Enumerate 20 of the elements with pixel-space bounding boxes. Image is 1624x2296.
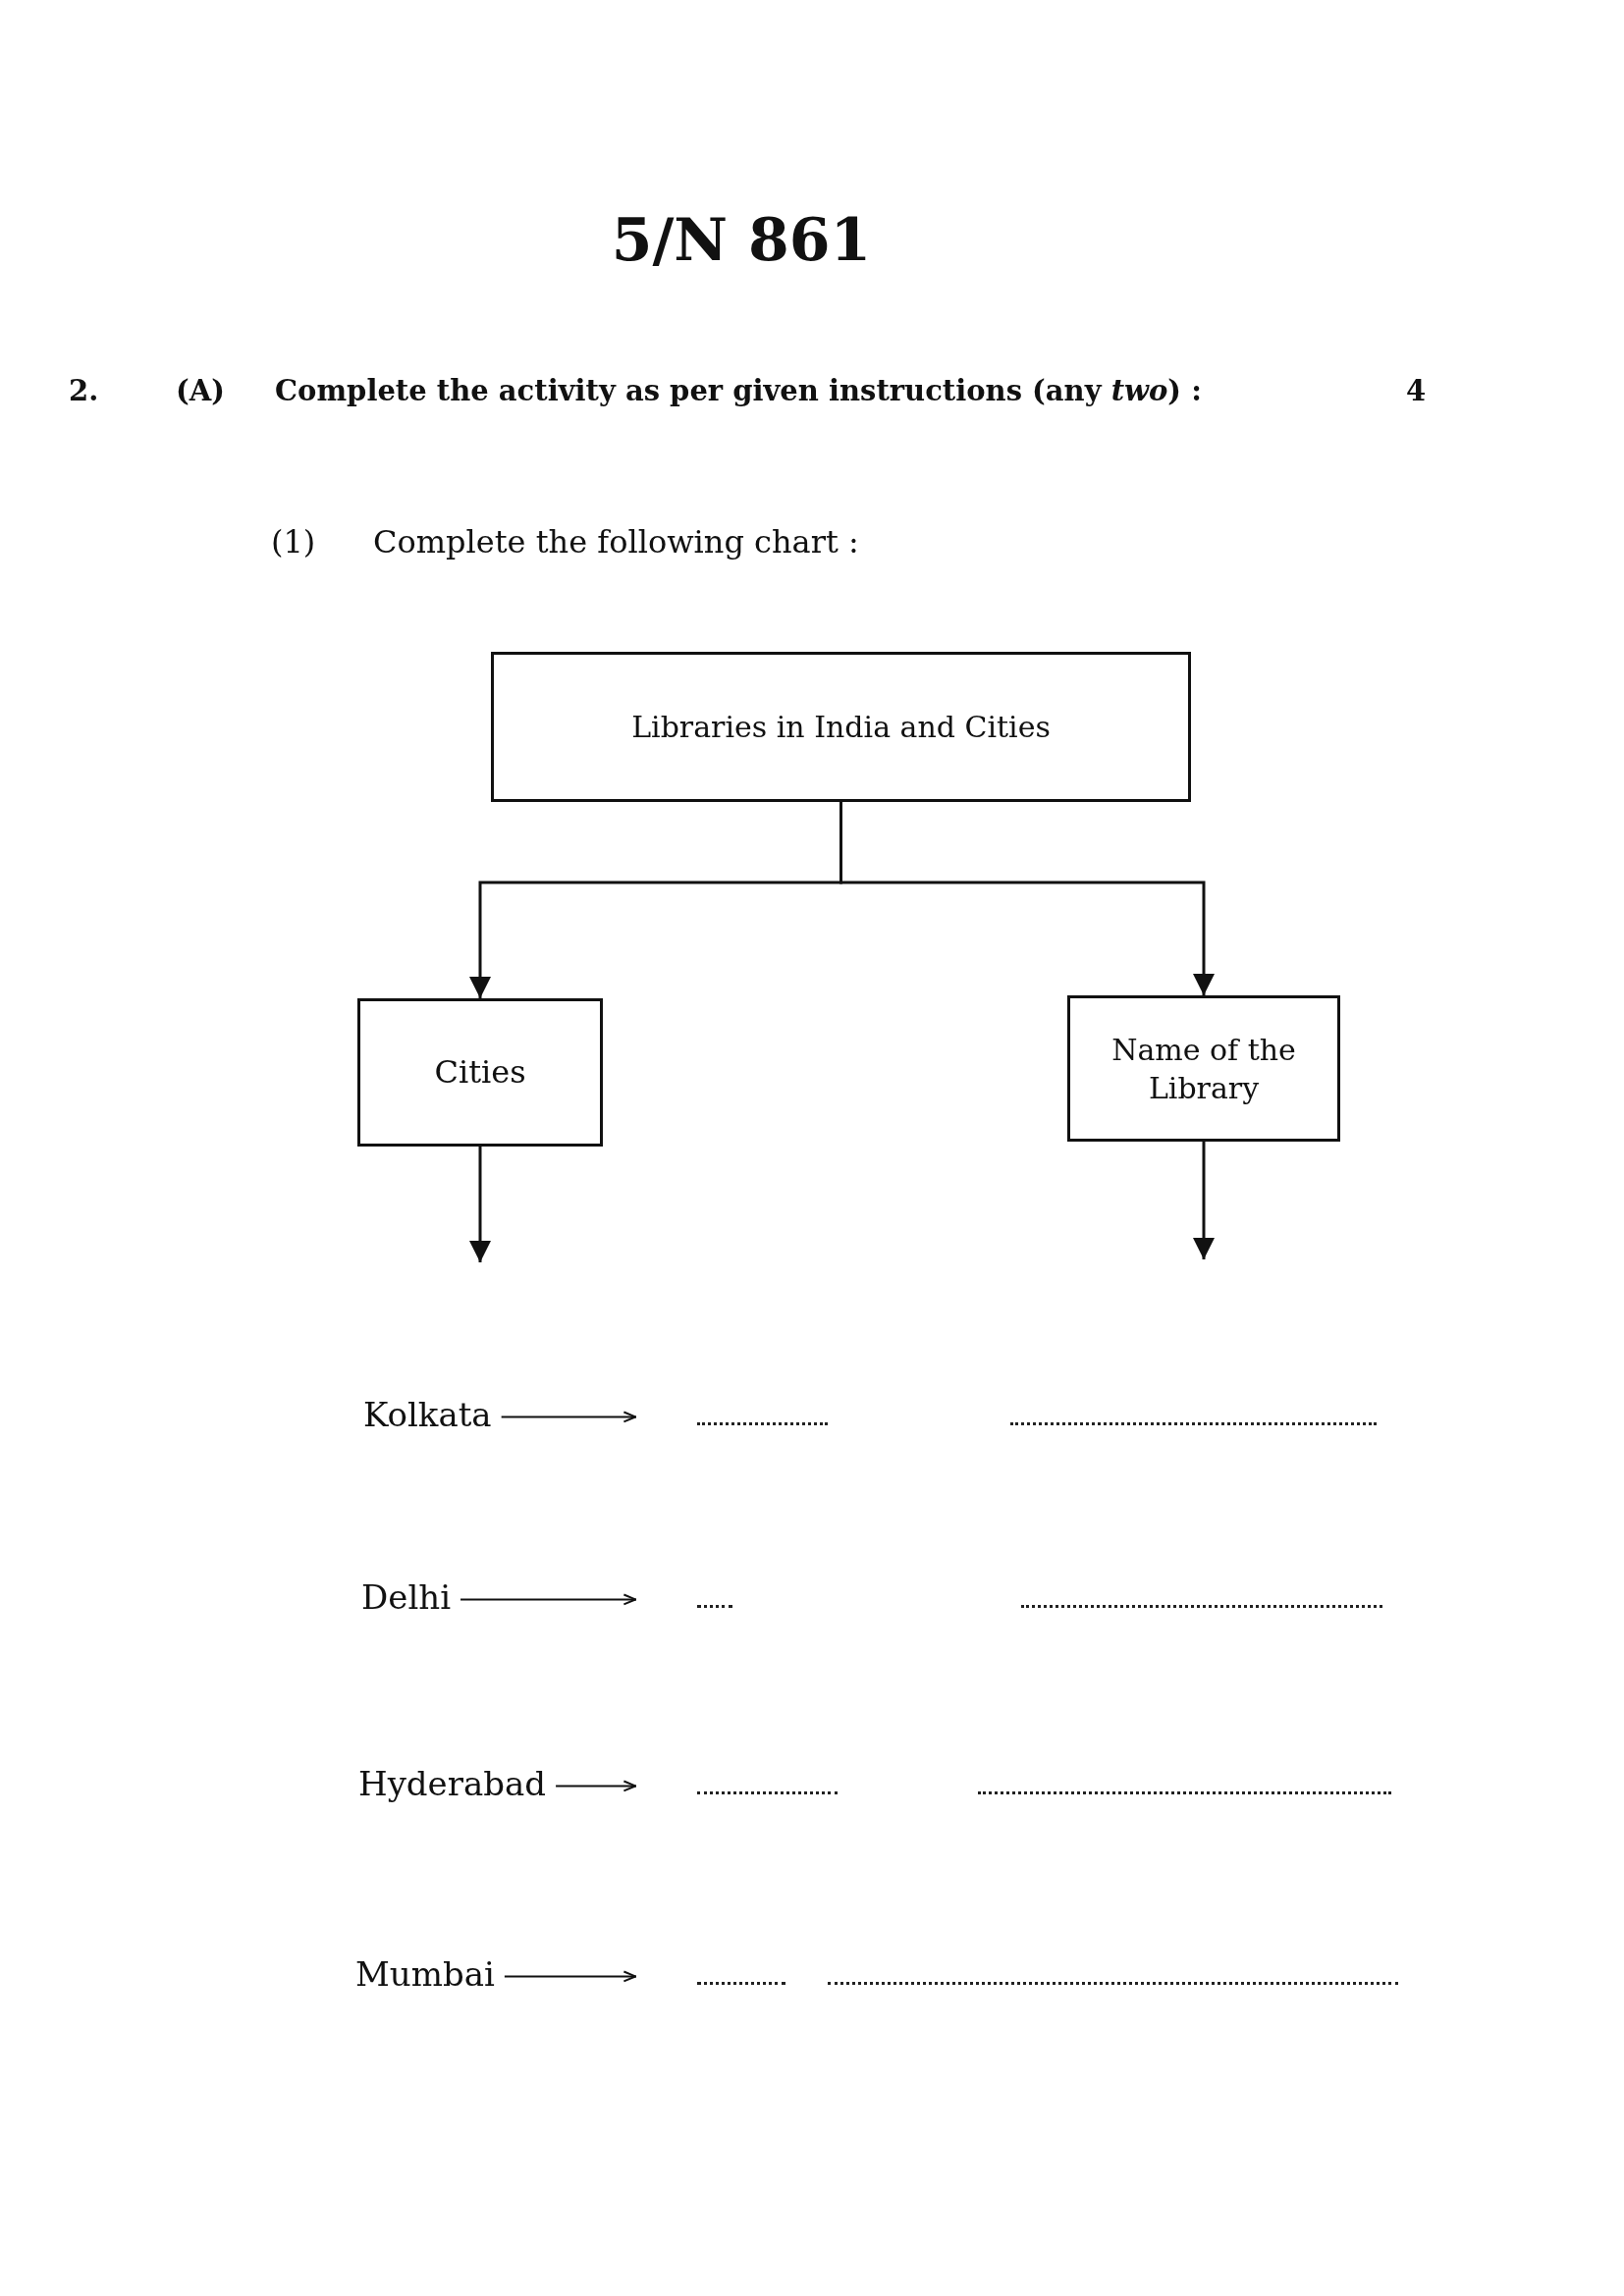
instruction-text: Complete the activity as per given instructions (any two) : [275, 374, 1202, 408]
sub-question-number: (1) [271, 523, 316, 561]
category-box: Name of the Library [1067, 995, 1340, 1142]
heading-box: Libraries in India and Cities [491, 652, 1191, 802]
arrow [503, 1970, 637, 1983]
arrow [555, 1780, 637, 1792]
city-name: Mumbai [355, 1954, 495, 1995]
instruction-text: Complete the following chart : [373, 523, 859, 561]
category-box: Cities [357, 998, 603, 1147]
arrow [460, 1593, 637, 1606]
arrow [1193, 1142, 1215, 1259]
city-name: Delhi [361, 1577, 452, 1618]
paper-code-heading: 5/N 861 [611, 204, 872, 275]
arrow [469, 1147, 491, 1262]
question-number: 2. [69, 374, 99, 408]
section-label: (A) [176, 374, 225, 408]
city-name: Kolkata [363, 1395, 492, 1435]
city-name: Hyderabad [358, 1764, 547, 1804]
marks-value: 4 [1406, 374, 1427, 408]
arrow [500, 1411, 637, 1423]
